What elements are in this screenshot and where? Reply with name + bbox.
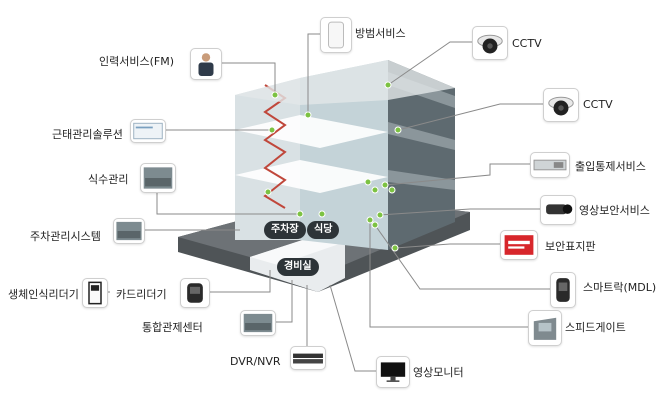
videosec-label: 영상보안서비스 <box>579 204 650 217</box>
cardreader-label: 카드리더기 <box>116 288 167 301</box>
service-point-dot <box>366 216 374 224</box>
service-point-dot <box>264 188 272 196</box>
facade-front <box>300 60 388 250</box>
control-connector <box>274 280 293 323</box>
icon-graphic <box>533 317 557 340</box>
monitor-connector <box>329 284 376 372</box>
service-point-dot <box>391 244 399 252</box>
speedgate-label: 스피드게이트 <box>565 321 626 334</box>
icon-graphic <box>243 313 273 333</box>
service-point-dot <box>364 178 372 186</box>
service-point-dot <box>304 111 312 119</box>
monitor-label: 영상모니터 <box>413 366 464 379</box>
facade-right <box>388 60 455 250</box>
icon-graphic <box>133 122 163 140</box>
security-sign-icon <box>500 230 538 260</box>
cctv2-label: CCTV <box>583 98 613 111</box>
cafeteria-photo-icon <box>140 163 176 193</box>
biometric-label: 생체인식리더기 <box>8 288 79 301</box>
floor-band <box>388 122 455 150</box>
guardroom-tag: 경비실 <box>277 258 319 276</box>
fm-connector <box>220 62 276 95</box>
control-center-photo-icon <box>240 310 276 336</box>
facade-left <box>235 78 300 240</box>
crime-label: 방범서비스 <box>355 27 406 40</box>
videosec-connector <box>379 208 540 216</box>
access-connector <box>384 163 530 186</box>
icon-graphic <box>556 278 570 302</box>
parking-tag: 주차장 <box>264 221 306 239</box>
service-point-dot <box>271 91 279 99</box>
staircase <box>263 84 287 209</box>
service-point-dot <box>296 210 304 218</box>
floor-slab <box>235 115 388 148</box>
card-reader-icon <box>180 278 210 308</box>
icon-graphic <box>548 96 574 116</box>
smartlock-label: 스마트락(MDL) <box>583 281 657 294</box>
service-point-dot <box>371 186 379 194</box>
service-point-dot <box>394 126 402 134</box>
floor-slab <box>235 160 388 193</box>
cardreader-connector <box>208 270 271 293</box>
dvr-recorder-icon <box>290 346 326 370</box>
control-label: 통합관제센터 <box>142 321 203 334</box>
icon-graphic <box>198 53 214 76</box>
alarm-sensor-icon <box>320 17 352 53</box>
cafeteria-label: 식수관리 <box>88 173 129 186</box>
icon-graphic <box>293 353 323 364</box>
monitor-icon <box>376 356 410 388</box>
security-guard-icon <box>190 48 222 80</box>
icon-graphic <box>187 283 203 303</box>
cafeteria-connector <box>156 191 300 215</box>
cctv1-connector <box>387 41 472 86</box>
biometric-reader-icon <box>82 278 108 308</box>
smartlock-connector <box>374 224 550 290</box>
icon-graphic <box>546 204 573 215</box>
service-point-dot <box>381 181 389 189</box>
access-label: 출입통제서비스 <box>575 160 646 173</box>
service-point-dot <box>376 211 384 219</box>
floor-band <box>388 170 455 190</box>
signage-connector <box>394 243 500 249</box>
crime-connector <box>307 33 320 115</box>
service-point-dot <box>384 81 392 89</box>
icon-graphic <box>328 21 344 49</box>
service-point-dot <box>318 210 326 218</box>
parking-gate-icon <box>113 218 145 244</box>
service-point-dot <box>268 126 276 134</box>
roof <box>235 60 455 105</box>
dome-camera-icon <box>543 88 579 122</box>
speedgate-connector <box>369 220 528 328</box>
access-control-icon <box>530 152 570 178</box>
signage-label: 보안표지판 <box>545 240 596 253</box>
guardroom-roof <box>250 235 345 265</box>
speed-gate-icon <box>528 310 562 346</box>
bullet-camera-icon <box>540 195 576 225</box>
cafeteria-tag: 식당 <box>307 221 340 239</box>
fm-label: 인력서비스(FM) <box>99 55 175 68</box>
software-screen-icon <box>130 119 166 143</box>
smart-lock-icon <box>550 272 576 308</box>
attendance-label: 근태관리솔루션 <box>52 128 123 141</box>
icon-graphic <box>116 221 142 241</box>
dome-camera-icon <box>472 26 508 60</box>
service-point-dot <box>388 186 396 194</box>
dvr-label: DVR/NVR <box>230 355 281 368</box>
icon-graphic <box>533 159 567 171</box>
icon-graphic <box>504 235 534 255</box>
icon-graphic <box>477 34 503 54</box>
parking-label: 주차관리시스템 <box>30 230 101 243</box>
icon-graphic <box>88 281 102 305</box>
icon-graphic <box>380 362 406 382</box>
icon-graphic <box>143 167 173 189</box>
service-point-dot <box>371 221 379 229</box>
cctv1-label: CCTV <box>512 37 542 50</box>
cctv2-connector <box>397 103 543 131</box>
